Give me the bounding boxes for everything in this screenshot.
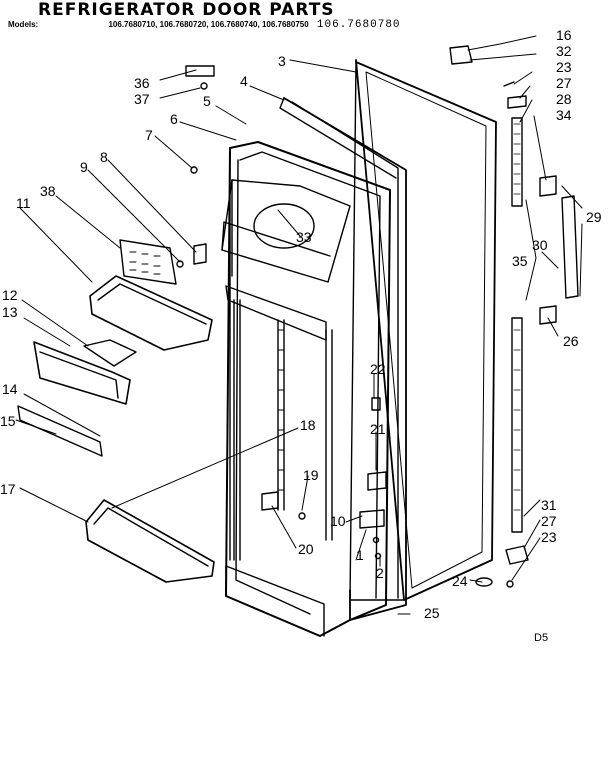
callout-1: 1 — [356, 547, 364, 563]
callout-20: 20 — [298, 541, 314, 557]
callout-17: 17 — [0, 481, 16, 497]
callout-35: 35 — [512, 253, 528, 269]
callout-33: 33 — [296, 229, 312, 245]
callout-10: 10 — [330, 513, 346, 529]
bottom-door-trim — [17, 405, 103, 457]
callout-18: 18 — [300, 417, 316, 433]
callout-22: 22 — [370, 361, 386, 377]
door-liner — [225, 141, 391, 637]
callout-16: 16 — [556, 27, 572, 43]
lower-door-bin — [85, 499, 215, 583]
door-gasket — [279, 97, 407, 621]
upper-door-shelf — [89, 275, 213, 351]
diagram-code: D5 — [534, 632, 549, 644]
model-list: Models: 106.7680710, 106.7680720, 106.76… — [8, 19, 401, 31]
callout-7: 7 — [145, 127, 153, 143]
callout-3: 3 — [278, 53, 286, 69]
leader-lines — [15, 35, 583, 615]
callout-36: 36 — [134, 75, 150, 91]
callout-4: 4 — [240, 73, 248, 89]
callout-2: 2 — [376, 565, 384, 581]
callout-28: 28 — [556, 91, 572, 107]
shelf-rails — [233, 299, 333, 561]
callout-34: 34 — [556, 107, 572, 123]
door-outer-panel — [349, 59, 497, 601]
callout-8: 8 — [100, 149, 108, 165]
ice-chute-door — [33, 341, 131, 405]
callout-27b: 27 — [541, 513, 557, 529]
callout-21: 21 — [370, 421, 386, 437]
callout-19: 19 — [303, 467, 319, 483]
hardware-parts — [176, 45, 557, 588]
callout-23b: 23 — [541, 529, 557, 545]
callout-13: 13 — [2, 304, 18, 320]
callout-9: 9 — [80, 159, 88, 175]
hinge-trim-strips — [511, 117, 523, 533]
callout-26: 26 — [563, 333, 579, 349]
callout-24: 24 — [452, 573, 468, 589]
callout-5: 5 — [203, 93, 211, 109]
callout-labels: 3 4 5 6 7 8 9 38 11 12 13 14 15 17 18 19… — [0, 27, 602, 621]
models-numbers: 106.7680710, 106.7680720, 106.7680740, 1… — [108, 20, 309, 29]
callout-15: 15 — [0, 413, 16, 429]
callout-38: 38 — [40, 183, 56, 199]
models-last-number: 106.7680780 — [316, 19, 401, 31]
callout-6: 6 — [170, 111, 178, 127]
handle-bar — [561, 195, 579, 299]
shelf-retainer — [83, 339, 137, 367]
models-label: Models: — [8, 20, 39, 29]
callout-25: 25 — [424, 605, 440, 621]
callout-29: 29 — [586, 209, 602, 225]
callout-31: 31 — [541, 497, 557, 513]
callout-12: 12 — [2, 287, 18, 303]
page-title: REFRIGERATOR DOOR PARTS — [38, 0, 335, 20]
callout-11: 11 — [16, 195, 31, 211]
callout-37: 37 — [134, 91, 150, 107]
hinge-pin-bracket — [185, 65, 215, 77]
callout-14: 14 — [2, 381, 18, 397]
dispenser-grille — [119, 239, 177, 285]
callout-23a: 23 — [556, 59, 572, 75]
callout-30: 30 — [532, 237, 548, 253]
dispenser-housing — [221, 179, 351, 341]
callout-32: 32 — [556, 43, 572, 59]
callout-27a: 27 — [556, 75, 572, 91]
